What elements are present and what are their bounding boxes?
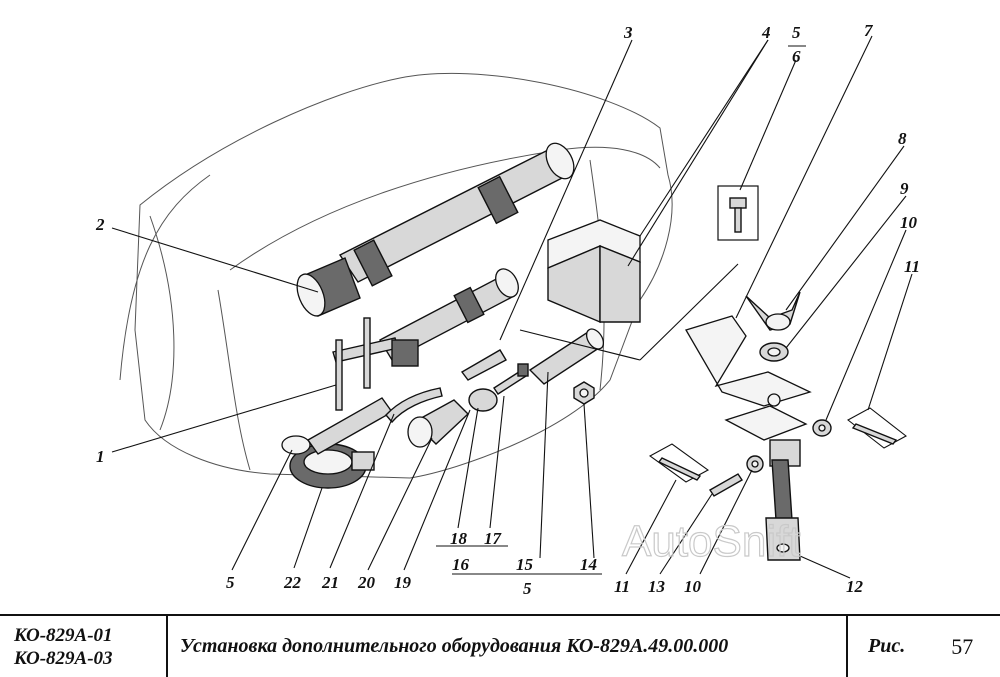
callout-13: 13 [648,577,666,596]
figure-number: 57 [951,633,974,659]
small-washer-bottom [746,455,764,473]
callout-16: 16 [452,555,470,574]
callout-14: 14 [580,555,597,574]
round-plate [468,388,498,412]
cotter-pin [709,473,743,497]
spray-nozzle [407,399,470,448]
small-bracket [460,349,507,381]
callout-5-group: 5 [523,579,532,598]
drawing-title-text: Установка дополнительного оборудования К… [180,635,729,657]
callout-11-top: 11 [904,257,920,276]
pin-frame-right [846,407,908,449]
callout-5-top: 5 [792,23,801,42]
callout-9: 9 [900,179,909,198]
pin-frame-left [648,443,710,483]
callout-18: 18 [450,529,468,548]
callout-21: 21 [321,573,339,592]
assembly-drawing: 2 1 3 4 5 6 7 8 9 10 11 5 22 21 20 19 18… [95,21,920,598]
model-number-1: КО-829А-01 [14,625,113,646]
long-bolt [493,363,529,395]
bolt-frame [717,185,759,241]
callout-20: 20 [357,573,376,592]
angle-bracket [547,219,641,324]
callout-10-bottom: 10 [684,577,702,596]
leader-lines [111,35,913,579]
callout-7: 7 [864,21,874,40]
callout-2: 2 [95,215,105,234]
hose-end [306,387,443,455]
figure-reference: Рис. 57 [848,616,1000,677]
callout-15: 15 [516,555,534,574]
callout-4: 4 [761,23,771,42]
model-numbers: КО-829А-01 КО-829А-03 [0,616,168,677]
callout-labels: 2 1 3 4 5 6 7 8 9 10 11 5 22 21 20 19 18… [95,21,920,598]
title-block: КО-829А-01 КО-829А-03 Установка дополнит… [0,614,1000,677]
callout-22: 22 [283,573,302,592]
figure-label: Рис. [868,635,906,657]
hex-nut [573,381,595,405]
callout-5-left: 5 [226,573,235,592]
upper-hose-assembly [296,142,575,317]
small-washer-right [812,419,832,437]
callout-10-top: 10 [900,213,918,232]
wing-nut [745,291,801,331]
lower-pipe-assembly [332,268,519,411]
callout-17: 17 [484,529,503,548]
adjusting-screw [765,459,801,561]
sleeve-pipe [528,328,605,385]
model-number-2: КО-829А-03 [14,648,113,669]
callout-19: 19 [394,573,412,592]
watermark: AutoSnift [622,517,801,566]
bent-plate [685,315,812,467]
callout-6-top: 6 [792,47,801,66]
callout-8: 8 [898,129,907,148]
hose-coil [281,435,375,489]
callout-3: 3 [623,23,633,42]
callout-12: 12 [846,577,864,596]
callout-11-bottom: 11 [614,577,630,596]
callout-1: 1 [96,447,105,466]
washer [759,342,789,362]
drawing-title: Установка дополнительного оборудования К… [168,616,848,677]
